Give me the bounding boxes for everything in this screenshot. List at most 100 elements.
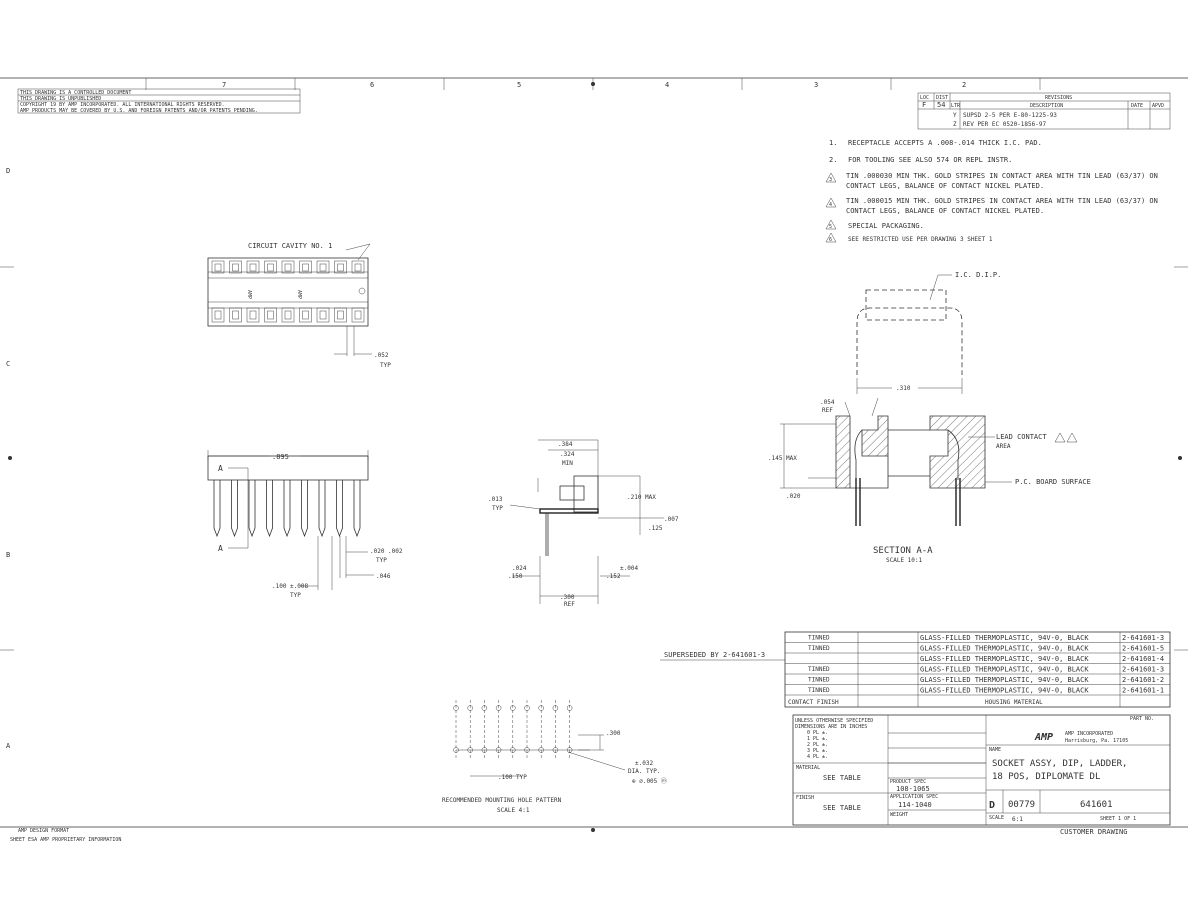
superseded-note: SUPERSEDED BY 2-641601-3 bbox=[664, 651, 765, 659]
top-contact-slot bbox=[302, 263, 309, 272]
bottom-contact-slot bbox=[232, 310, 239, 320]
lead-contact-flag-4-icon bbox=[1066, 432, 1078, 443]
lead-contact-area-label: AREA bbox=[996, 443, 1011, 450]
parts-row-material: GLASS-FILLED THERMOPLASTIC, 94V-0, BLACK bbox=[920, 645, 1089, 653]
hole-grid bbox=[453, 700, 573, 758]
note-3-flag-icon bbox=[825, 172, 837, 183]
pcb-surface-label: P.C. BOARD SURFACE bbox=[1015, 478, 1091, 486]
side-dim-024: .024 bbox=[512, 565, 527, 572]
section-dim-054: .054 bbox=[820, 399, 835, 406]
bottom-contact-slot bbox=[214, 310, 222, 320]
parts-row-partno: 2-641601-4 bbox=[1122, 655, 1164, 663]
customer-drawing-label: CUSTOMER DRAWING bbox=[1060, 828, 1127, 836]
top-contact-cell bbox=[246, 260, 260, 274]
note-4-text: TIN .000015 MIN THK. GOLD STRIPES IN CON… bbox=[846, 197, 1158, 215]
product-spec-label: PRODUCT SPEC bbox=[890, 779, 926, 785]
section-a-a-view: I.C. D.I.P. .310 .054 REF LEAD CONTACT A… bbox=[768, 271, 1091, 564]
tol-line-1: 1 PL ±. bbox=[807, 736, 829, 742]
top-contact-slot bbox=[319, 263, 327, 272]
hole-pattern-scale: SCALE 4:1 bbox=[497, 807, 530, 814]
front-pin-row bbox=[213, 480, 361, 538]
bottom-left-format: AMP DESIGN FORMAT SHEET ESA AMP PROPRIET… bbox=[10, 828, 121, 843]
parts-row-material: GLASS-FILLED THERMOPLASTIC, 94V-0, BLACK bbox=[920, 676, 1089, 684]
top-contact-cell bbox=[316, 260, 330, 274]
dim-100-008: .100 ±.008 bbox=[272, 583, 309, 590]
tol-line-3: 3 PL ±. bbox=[807, 748, 829, 754]
top-contact-slot bbox=[354, 263, 362, 272]
bottom-contact-cell bbox=[351, 307, 365, 323]
note-1-num: 1. bbox=[829, 139, 837, 147]
brand-mark-2: AMP bbox=[296, 290, 302, 299]
section-mark-A-top: A bbox=[218, 464, 223, 473]
parts-row-finish: TINNED bbox=[808, 677, 830, 684]
side-dim-300: .300 bbox=[560, 594, 575, 601]
material-label: MATERIAL bbox=[796, 765, 820, 771]
top-contact-slot bbox=[232, 263, 239, 272]
circuit-cavity-label: CIRCUIT CAVITY NO. 1 bbox=[248, 242, 332, 250]
finish-label: FINISH bbox=[796, 795, 814, 801]
note-2-num: 2. bbox=[829, 156, 837, 164]
side-dim-152: .152 bbox=[606, 573, 621, 580]
bottom-contact-cell bbox=[316, 307, 330, 323]
side-dim-013-typ: TYP bbox=[492, 505, 503, 512]
note-6-text: SEE RESTRICTED USE PER DRAWING 3 SHEET 1 bbox=[848, 236, 993, 243]
parts-row-partno: 2-641601-3 bbox=[1122, 634, 1164, 642]
parts-row-material: GLASS-FILLED THERMOPLASTIC, 94V-0, BLACK bbox=[920, 655, 1089, 663]
parts-row-finish: TINNED bbox=[808, 687, 830, 694]
bottom-contact-slot bbox=[267, 310, 274, 320]
zone-D: D bbox=[6, 167, 10, 175]
notice-line-2: THIS DRAWING IS UNPUBLISHED bbox=[20, 96, 101, 102]
rev-loc-label: LOC bbox=[920, 95, 929, 101]
bottom-contact-slot bbox=[354, 310, 362, 320]
note-5-flag-icon bbox=[825, 219, 837, 230]
rev-row-1-desc: SUPSD 2-5 PER E-80-1225-93 bbox=[963, 112, 1057, 119]
side-dim-125: .125 bbox=[648, 525, 663, 532]
top-contact-slot bbox=[337, 263, 344, 272]
top-contact-cell bbox=[264, 260, 277, 274]
side-dim-150: .150 bbox=[508, 573, 523, 580]
front-pin bbox=[266, 480, 273, 538]
format-line-1: AMP DESIGN FORMAT bbox=[18, 828, 69, 834]
section-dim-310: .310 bbox=[896, 385, 911, 392]
section-title: SECTION A-A bbox=[873, 546, 933, 556]
parts-row-material: GLASS-FILLED THERMOPLASTIC, 94V-0, BLACK bbox=[920, 634, 1089, 642]
zone-6: 6 bbox=[370, 81, 374, 89]
app-spec-label: APPLICATION SPEC bbox=[890, 794, 938, 800]
parts-row-finish: TINNED bbox=[808, 645, 830, 652]
dim-046: .046 bbox=[376, 573, 391, 580]
front-view: .895 A A .020 .002 TYP .046 .100 ±.008 T… bbox=[207, 450, 403, 599]
bottom-contact-cell bbox=[264, 307, 277, 323]
parts-footer-finish: CONTACT FINISH bbox=[788, 699, 839, 706]
brand-mark-1: AMP bbox=[246, 290, 252, 299]
front-pin bbox=[213, 480, 221, 538]
ic-dip-label: I.C. D.I.P. bbox=[955, 271, 1001, 279]
hole-dim-dia: DIA. TYP. bbox=[628, 768, 661, 775]
front-pin bbox=[336, 480, 343, 538]
side-dim-324: .324 bbox=[560, 451, 575, 458]
section-scale: SCALE 10:1 bbox=[886, 557, 923, 564]
tolerance-note: UNLESS OTHERWISE SPECIFIED DIMENSIONS AR… bbox=[795, 718, 874, 730]
note-5-num: 5 bbox=[829, 224, 832, 230]
parts-row-partno: 2-641601-1 bbox=[1122, 687, 1164, 695]
top-view: CIRCUIT CAVITY NO. 1 AMP AMP .052 TYP bbox=[207, 242, 391, 369]
parts-table: SUPERSEDED BY 2-641601-3 TINNED GLASS-FIL… bbox=[660, 631, 1171, 722]
tol-line-4: 4 PL ±. bbox=[807, 754, 829, 760]
section-dim-ref: REF bbox=[822, 407, 833, 414]
top-contact-slot bbox=[249, 263, 257, 272]
rev-dist-label: DIST bbox=[936, 95, 948, 101]
finish-value: SEE TABLE bbox=[823, 804, 861, 812]
scale-label: SCALE bbox=[989, 815, 1004, 821]
rev-header: REVISIONS bbox=[1045, 95, 1072, 101]
rev-col-apvd: APVD bbox=[1152, 103, 1164, 109]
top-contact-cell bbox=[334, 260, 347, 274]
top-contact-cell bbox=[229, 260, 242, 274]
hole-dim-300: .300 bbox=[606, 730, 621, 737]
format-line-2: SHEET ESA AMP PROPRIETARY INFORMATION bbox=[10, 837, 121, 843]
title-line-2: 18 POS, DIPLOMATE DL bbox=[992, 772, 1100, 782]
bottom-contact-cell bbox=[211, 307, 225, 323]
dim-052-typ: TYP bbox=[380, 362, 391, 369]
top-contact-cell bbox=[351, 260, 365, 274]
top-contact-slot bbox=[284, 263, 292, 272]
